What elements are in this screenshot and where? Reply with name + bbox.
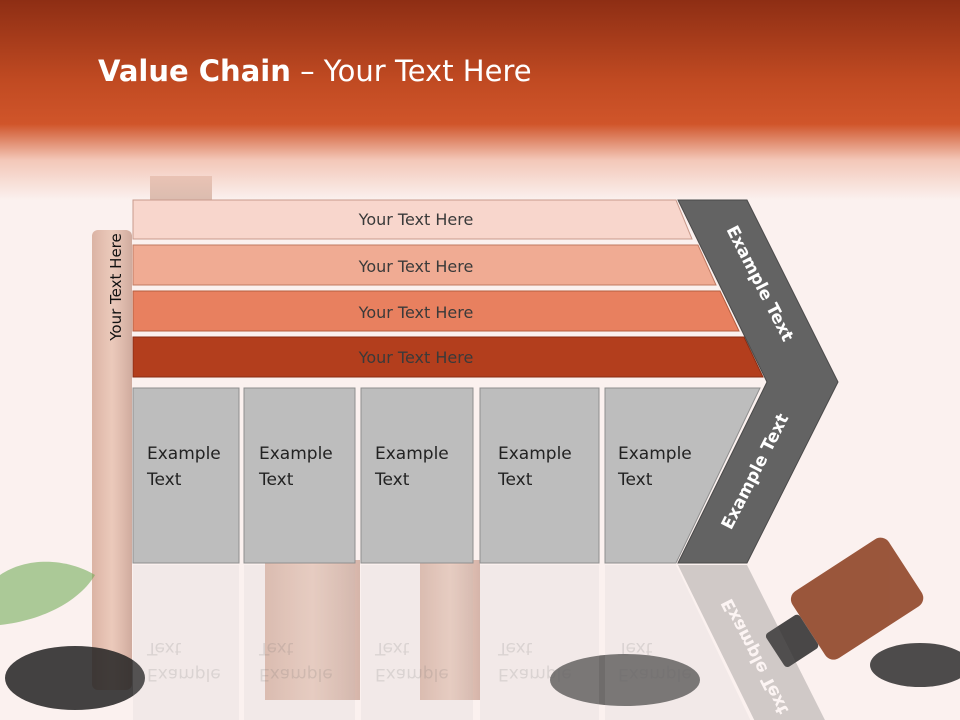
box-3-line2: Text bbox=[374, 470, 410, 490]
bar-1-label: Your Text Here bbox=[358, 210, 474, 229]
box-5-line1: Example bbox=[618, 444, 692, 464]
reflection-box-3-line1: Example bbox=[375, 664, 449, 684]
reflection-box-2-line1: Example bbox=[259, 664, 333, 684]
reflection-box-1-line2: Text bbox=[146, 638, 182, 658]
header-band bbox=[0, 0, 960, 200]
reflection-box-2-line2: Text bbox=[258, 638, 294, 658]
box-1-line1: Example bbox=[147, 444, 221, 464]
value-bar-4: Your Text Here bbox=[132, 336, 764, 378]
bar-3-label: Your Text Here bbox=[358, 303, 474, 322]
activity-box-1: Example Text bbox=[132, 387, 240, 564]
reflection-box-4-line1: Example bbox=[498, 664, 572, 684]
box-4-line2: Text bbox=[497, 470, 533, 490]
bar-4-label: Your Text Here bbox=[358, 348, 474, 367]
slide-title: Value Chain – Your Text Here bbox=[98, 54, 532, 88]
reflection-box-5-line2: Text bbox=[617, 638, 653, 658]
activity-box-2: Example Text bbox=[243, 387, 356, 564]
bar-2-label: Your Text Here bbox=[358, 257, 474, 276]
box-2-line2: Text bbox=[258, 470, 294, 490]
diagram-reflection: Example Text Example Text Example Text E… bbox=[133, 565, 825, 720]
activity-box-4: Example Text bbox=[479, 387, 600, 564]
title-rest: – Your Text Here bbox=[290, 54, 532, 88]
value-bar-3: Your Text Here bbox=[132, 290, 740, 332]
reflection-box-4-line2: Text bbox=[497, 638, 533, 658]
reflection-box-5-line1: Example bbox=[618, 664, 692, 684]
value-bar-2: Your Text Here bbox=[132, 244, 717, 286]
box-4-line1: Example bbox=[498, 444, 572, 464]
reflection-box-1-line1: Example bbox=[147, 664, 221, 684]
activity-box-3: Example Text bbox=[360, 387, 474, 564]
value-bar-1: Your Text Here bbox=[132, 199, 693, 240]
box-3-line1: Example bbox=[375, 444, 449, 464]
box-1-line2: Text bbox=[146, 470, 182, 490]
activity-box-5: Example Text bbox=[604, 387, 761, 564]
box-5-line2: Text bbox=[617, 470, 653, 490]
title-bold: Value Chain bbox=[98, 54, 291, 88]
box-2-line1: Example bbox=[259, 444, 333, 464]
reflection-box-3-line2: Text bbox=[374, 638, 410, 658]
